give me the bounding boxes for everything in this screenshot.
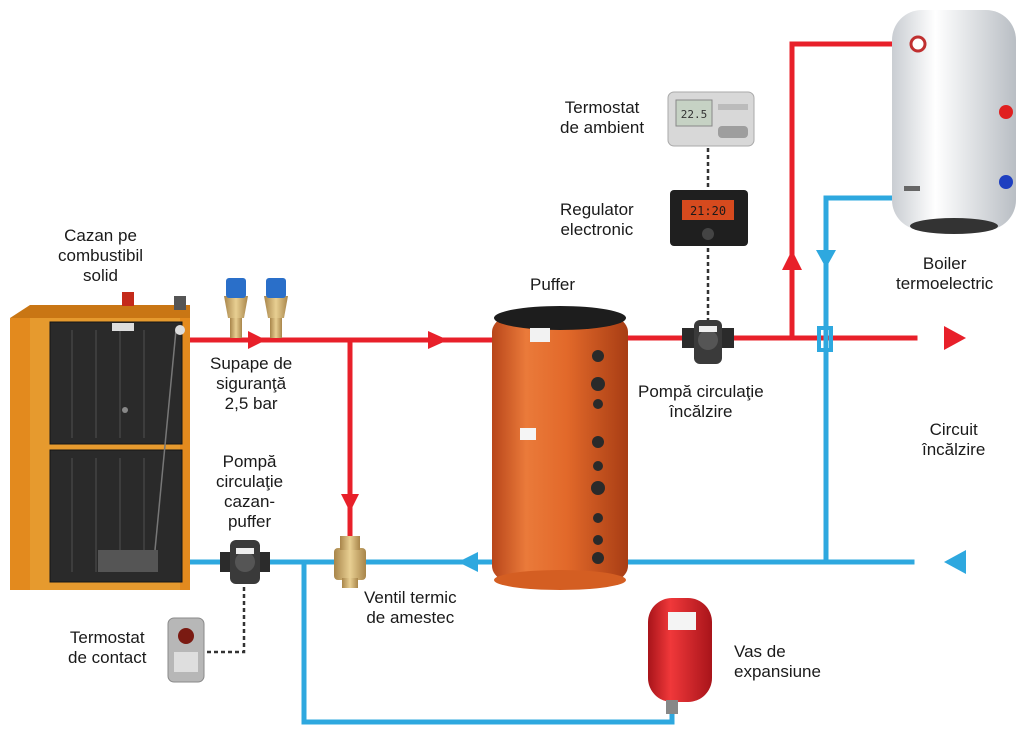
regulator-label: Regulator electronic — [560, 200, 634, 239]
heating-pump-label: Pompă circulaţie încălzire — [638, 382, 764, 421]
safety-valves — [224, 278, 288, 338]
puffer-label: Puffer — [530, 275, 576, 294]
heating-circuit-label: Circuit încălzire — [922, 420, 986, 459]
expansion-vessel-label: Vas de expansiune — [734, 642, 821, 681]
regulator-screen: 21:20 — [690, 204, 726, 218]
hot-flow-arrow-up — [782, 250, 802, 270]
hot-pipe-to-electric-boiler — [789, 41, 895, 341]
room-thermostat-screen: 22.5 — [681, 108, 708, 121]
contact-thermostat — [167, 617, 205, 683]
pipe-crossover — [817, 326, 833, 352]
electric-boiler — [892, 10, 1016, 234]
mixing-valve — [334, 536, 366, 588]
contact-thermostat-label: Termostat de contact — [68, 628, 147, 667]
safety-valve-1 — [224, 278, 248, 338]
hot-flow-arrow-down — [341, 494, 359, 512]
cold-pipe-electric-boiler-return — [823, 195, 895, 565]
heating-return-arrow — [944, 550, 966, 574]
mixing-valve-label: Ventil termic de amestec — [364, 588, 457, 627]
cold-flow-arrow-1 — [458, 552, 478, 572]
electronic-regulator: 21:20 — [670, 190, 748, 246]
heating-circulation-pump — [682, 320, 734, 364]
boiler-pump-label: Pompă circulaţie cazan- puffer — [216, 452, 284, 531]
solid-fuel-boiler — [10, 292, 190, 590]
cold-pipe-expansion-loop — [301, 559, 675, 725]
signal-contact-thermostat-to-pump — [200, 584, 246, 654]
boiler-label: Cazan pe combustibil solid — [58, 226, 144, 285]
heating-supply-arrow — [944, 326, 966, 350]
hot-flow-arrow-1 — [248, 331, 266, 349]
cold-flow-arrow-down — [816, 250, 836, 268]
safety-valves-label: Supape de siguranţă 2,5 bar — [210, 354, 293, 413]
expansion-vessel — [648, 598, 712, 714]
signal-lines — [200, 148, 710, 654]
boiler-circulation-pump — [220, 540, 270, 584]
hot-flow-arrow-2 — [428, 331, 448, 349]
safety-valve-2 — [264, 278, 288, 338]
room-thermostat: 22.5 — [667, 91, 755, 147]
flow-arrows — [248, 250, 966, 574]
puffer-tank — [492, 306, 628, 590]
electric-boiler-label: Boiler termoelectric — [896, 254, 994, 293]
room-thermostat-label: Termostat de ambient — [560, 98, 645, 137]
